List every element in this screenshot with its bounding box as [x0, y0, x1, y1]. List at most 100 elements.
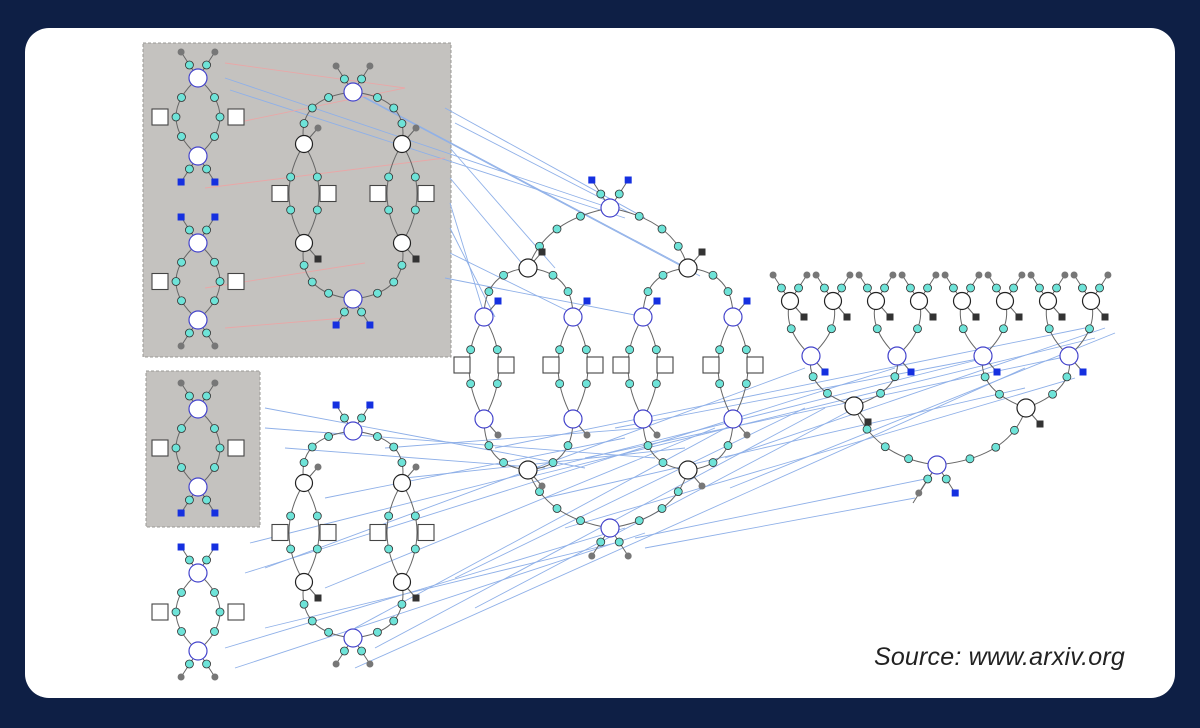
- leg-marker: [880, 283, 889, 293]
- output-index-marker: [412, 255, 420, 263]
- operator-box: [227, 439, 245, 457]
- link-line: [249, 357, 986, 544]
- terminal-dot: [803, 271, 811, 279]
- diagram-card: Source: www.arxiv.org: [25, 28, 1175, 698]
- terminal-dot: [1070, 271, 1078, 279]
- open-index-marker: [743, 297, 751, 305]
- open-index-marker: [993, 368, 1001, 376]
- contraction-node: [392, 473, 412, 493]
- leg-marker: [880, 442, 890, 452]
- edge: [936, 407, 1027, 466]
- leg-marker: [177, 424, 186, 433]
- edge: [288, 143, 305, 244]
- leg-marker: [373, 93, 382, 102]
- terminal-dot: [984, 271, 992, 279]
- edge: [527, 469, 611, 529]
- leg-marker: [808, 372, 818, 382]
- contraction-node: [678, 460, 698, 480]
- leg-marker: [410, 544, 420, 554]
- leg-marker: [777, 283, 786, 293]
- leg-marker: [177, 627, 186, 636]
- leg-marker: [410, 205, 420, 215]
- output-index-marker: [1036, 420, 1044, 428]
- terminal-dot: [698, 482, 706, 490]
- open-index-marker: [951, 489, 959, 497]
- terminal-dot: [177, 379, 185, 387]
- leg-marker: [210, 627, 219, 636]
- leg-marker: [397, 260, 407, 270]
- tensor-node: [633, 307, 653, 327]
- leg-marker: [673, 487, 683, 497]
- link-line: [614, 357, 984, 429]
- leg-marker: [657, 224, 667, 234]
- link-line: [564, 377, 1076, 529]
- open-index-marker: [211, 213, 219, 221]
- tensor-node: [474, 409, 494, 429]
- operator-box: [227, 603, 245, 621]
- tensor-node: [600, 518, 620, 538]
- leg-marker: [171, 277, 181, 286]
- terminal-dot: [898, 271, 906, 279]
- leg-marker: [872, 324, 882, 334]
- leg-marker: [357, 646, 366, 656]
- contraction-node: [1016, 398, 1036, 418]
- leg-marker: [786, 324, 796, 334]
- open-index-marker: [211, 509, 219, 517]
- leg-marker: [202, 495, 211, 505]
- leg-marker: [581, 379, 591, 389]
- leg-marker: [1035, 283, 1044, 293]
- leg-marker: [563, 287, 573, 296]
- leg-marker: [741, 379, 751, 389]
- tensor-node: [343, 289, 363, 309]
- edge: [303, 482, 320, 583]
- link-line: [244, 367, 896, 574]
- contraction-node: [294, 473, 314, 493]
- terminal-dot: [211, 48, 219, 56]
- link-line: [264, 407, 586, 469]
- edge: [609, 469, 689, 529]
- open-index-marker: [366, 401, 374, 409]
- leg-marker: [827, 324, 836, 334]
- output-index-marker: [314, 255, 322, 263]
- leg-marker: [215, 277, 225, 286]
- leg-marker: [499, 270, 508, 280]
- leg-marker: [614, 189, 624, 199]
- contraction-node: [952, 291, 972, 311]
- output-index-marker: [929, 313, 937, 321]
- leg-marker: [210, 257, 219, 267]
- leg-marker: [171, 443, 181, 453]
- leg-marker: [340, 646, 349, 656]
- operator-box: [271, 184, 289, 203]
- edge: [642, 316, 659, 420]
- leg-marker: [215, 443, 225, 453]
- leg-marker: [876, 388, 885, 398]
- link-line: [224, 317, 346, 329]
- link-line: [724, 327, 1106, 459]
- leg-marker: [389, 442, 399, 452]
- leg-marker: [862, 424, 872, 434]
- operator-box: [586, 356, 604, 374]
- open-index-marker: [494, 297, 502, 305]
- leg-marker: [185, 391, 194, 401]
- output-index-marker: [843, 313, 851, 321]
- edge: [572, 316, 589, 420]
- contraction-node: [294, 572, 314, 592]
- link-line: [404, 447, 686, 479]
- terminal-dot: [653, 431, 661, 439]
- edge: [483, 316, 500, 420]
- operator-box: [151, 272, 169, 291]
- open-index-marker: [332, 321, 340, 329]
- terminal-dot: [932, 271, 940, 279]
- edge: [627, 316, 644, 420]
- contraction-node: [392, 572, 412, 592]
- leg-marker: [373, 432, 382, 441]
- operator-box: [319, 184, 337, 203]
- operator-box: [417, 184, 435, 203]
- link-line: [234, 532, 646, 669]
- leg-marker: [794, 283, 803, 293]
- leg-marker: [466, 379, 476, 389]
- leg-marker: [210, 93, 219, 102]
- edge: [717, 316, 734, 420]
- leg-marker: [715, 379, 725, 389]
- leg-marker: [548, 458, 558, 467]
